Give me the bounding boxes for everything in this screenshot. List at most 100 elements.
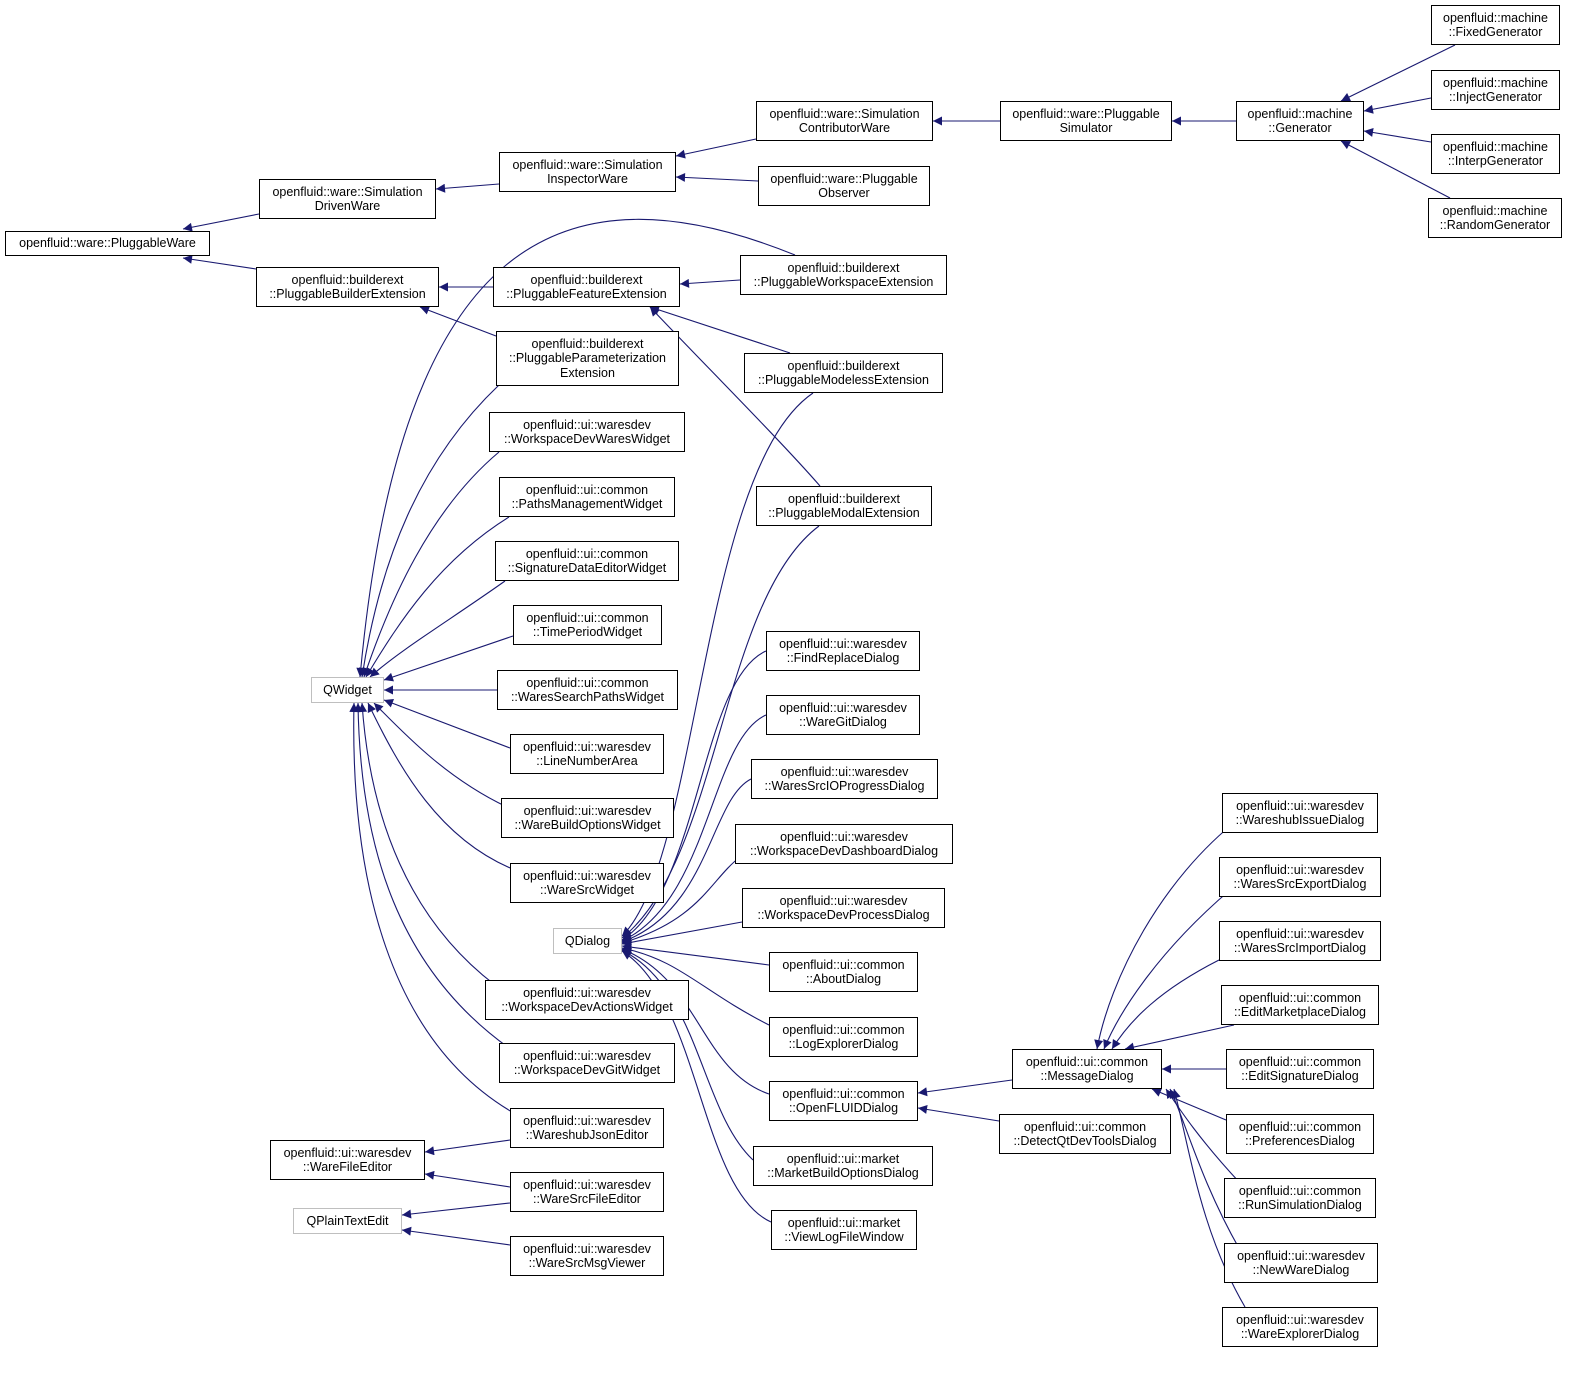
class-node-pathsmgmtwidget[interactable]: openfluid::ui::common::PathsManagementWi… <box>499 477 675 517</box>
class-node-modelessext[interactable]: openfluid::builderext::PluggableModeless… <box>744 353 943 393</box>
class-node-label: openfluid::ui::common <box>1023 1119 1147 1134</box>
class-node-pluggablebuilderext[interactable]: openfluid::builderext::PluggableBuilderE… <box>256 267 439 307</box>
class-node-label: DrivenWare <box>314 199 381 213</box>
inheritance-edge-waressrciodialog-to-qdialog <box>621 778 752 944</box>
class-node-marketbuildoptsdialog[interactable]: openfluid::ui::market::MarketBuildOption… <box>753 1146 933 1186</box>
class-node-generator[interactable]: openfluid::machine::Generator <box>1236 101 1364 141</box>
class-node-qwidget[interactable]: QWidget <box>311 677 384 703</box>
class-node-findreplacedialog[interactable]: openfluid::ui::waresdev::FindReplaceDial… <box>766 631 920 671</box>
class-node-injectgen[interactable]: openfluid::machine::InjectGenerator <box>1431 70 1560 110</box>
class-node-wareexplorerdialog[interactable]: openfluid::ui::waresdev::WareExplorerDia… <box>1222 1307 1378 1347</box>
class-node-label: ::WareFileEditor <box>302 1160 393 1174</box>
inheritance-edge-wsdevdashboarddialog-to-qdialog <box>621 856 741 945</box>
class-node-label: openfluid::ware::Pluggable <box>1012 106 1160 121</box>
class-node-label: ::WaresSrcIOProgressDialog <box>764 779 925 793</box>
class-node-label: QPlainTextEdit <box>306 1213 389 1228</box>
class-node-paramext[interactable]: openfluid::builderext::PluggableParamete… <box>496 331 679 386</box>
class-node-timeperiodwidget[interactable]: openfluid::ui::common::TimePeriodWidget <box>513 605 662 645</box>
class-node-label: ::PluggableFeatureExtension <box>506 287 667 301</box>
inheritance-edge-interpgen-to-generator <box>1363 128 1432 143</box>
class-node-wareshubjsoneditor[interactable]: openfluid::ui::waresdev::WareshubJsonEdi… <box>510 1108 664 1148</box>
inheritance-edge-viewlogfilewindow-to-qdialog <box>621 950 772 1223</box>
class-node-label: ::SignatureDataEditorWidget <box>507 561 667 575</box>
class-node-label: ::RunSimulationDialog <box>1238 1198 1362 1212</box>
class-node-aboutdialog[interactable]: openfluid::ui::common::AboutDialog <box>769 952 918 992</box>
class-node-label: openfluid::machine <box>1443 10 1548 25</box>
class-node-label: ::WareExplorerDialog <box>1240 1327 1360 1341</box>
class-node-wsdevdashboarddialog[interactable]: openfluid::ui::waresdev::WorkspaceDevDas… <box>735 824 953 864</box>
class-node-editmarketplacedialog[interactable]: openfluid::ui::common::EditMarketplaceDi… <box>1221 985 1379 1025</box>
class-node-waressearchpathswidget[interactable]: openfluid::ui::common::WaresSearchPathsW… <box>497 670 678 710</box>
class-node-waressrcimportdialog[interactable]: openfluid::ui::waresdev::WaresSrcImportD… <box>1219 921 1381 961</box>
class-node-label: openfluid::ui::waresdev <box>1237 1248 1365 1263</box>
class-node-qplaintextedit[interactable]: QPlainTextEdit <box>293 1208 402 1234</box>
inheritance-edge-waressrcimportdialog-to-messagedialog <box>1111 959 1220 1050</box>
inheritance-edge-waresrcfileeditor-to-warefileeditor <box>424 1170 511 1188</box>
class-node-linenumberarea[interactable]: openfluid::ui::waresdev::LineNumberArea <box>510 734 664 774</box>
class-node-wsdevprocessdialog[interactable]: openfluid::ui::waresdev::WorkspaceDevPro… <box>742 888 945 928</box>
class-node-wsdevgitwidget[interactable]: openfluid::ui::waresdev::WorkspaceDevGit… <box>499 1043 675 1083</box>
class-node-label: ::WaresSrcExportDialog <box>1233 877 1367 891</box>
inheritance-edge-linenumberarea-to-qwidget <box>383 698 511 749</box>
class-node-label: openfluid::ui::waresdev <box>1236 926 1364 941</box>
class-node-label: ::RandomGenerator <box>1439 218 1551 232</box>
class-node-preferencesdialog[interactable]: openfluid::ui::common::PreferencesDialog <box>1226 1114 1374 1154</box>
class-node-label: openfluid::builderext <box>788 491 900 506</box>
class-node-detectqtdevtools[interactable]: openfluid::ui::common::DetectQtDevToolsD… <box>999 1114 1171 1154</box>
class-node-label: openfluid::machine <box>1442 203 1548 218</box>
class-node-label: QWidget <box>323 682 372 697</box>
class-node-randomgen[interactable]: openfluid::machine::RandomGenerator <box>1428 198 1562 238</box>
class-node-label: ::WareshubIssueDialog <box>1235 813 1365 827</box>
class-node-runsimulationdialog[interactable]: openfluid::ui::common::RunSimulationDial… <box>1224 1178 1376 1218</box>
class-node-wsdevwareswidget[interactable]: openfluid::ui::waresdev::WorkspaceDevWar… <box>489 412 685 452</box>
class-node-label: openfluid::ui::common <box>782 1086 905 1101</box>
class-node-sigdataeditorwidget[interactable]: openfluid::ui::common::SignatureDataEdit… <box>495 541 679 581</box>
class-node-warebuildoptswidget[interactable]: openfluid::ui::waresdev::WareBuildOption… <box>501 798 674 838</box>
class-node-waressrciodialog[interactable]: openfluid::ui::waresdev::WaresSrcIOProgr… <box>751 759 938 799</box>
class-node-label: openfluid::ui::common <box>1238 1054 1362 1069</box>
inheritance-edge-pluggableobserver-to-siminspectorware <box>675 172 759 182</box>
class-node-label: openfluid::ui::market <box>786 1151 900 1166</box>
class-node-editsignaturedialog[interactable]: openfluid::ui::common::EditSignatureDial… <box>1226 1049 1374 1089</box>
class-node-label: openfluid::ui::waresdev <box>779 893 908 908</box>
inheritance-edge-marketbuildoptsdialog-to-qdialog <box>621 949 754 1161</box>
class-node-wsdevactionswidget[interactable]: openfluid::ui::waresdev::WorkspaceDevAct… <box>485 980 689 1020</box>
class-node-label: ::PluggableModalExtension <box>768 506 920 520</box>
class-node-label: ::LineNumberArea <box>536 754 638 768</box>
class-node-logexplorerdialog[interactable]: openfluid::ui::common::LogExplorerDialog <box>769 1017 918 1057</box>
class-node-waressrcexportdialog[interactable]: openfluid::ui::waresdev::WaresSrcExportD… <box>1219 857 1381 897</box>
class-node-newwaredialog[interactable]: openfluid::ui::waresdev::NewWareDialog <box>1224 1243 1378 1283</box>
class-node-label: openfluid::ui::waresdev <box>283 1145 412 1160</box>
class-node-label: ::FixedGenerator <box>1448 25 1543 39</box>
class-node-wareshubissuedialog[interactable]: openfluid::ui::waresdev::WareshubIssueDi… <box>1222 793 1378 833</box>
class-node-modalext[interactable]: openfluid::builderext::PluggableModalExt… <box>756 486 932 526</box>
class-node-waresrcfileeditor[interactable]: openfluid::ui::waresdev::WareSrcFileEdit… <box>510 1172 664 1212</box>
class-node-interpgen[interactable]: openfluid::machine::InterpGenerator <box>1431 134 1560 174</box>
class-node-pluggableware[interactable]: openfluid::ware::PluggableWare <box>5 231 210 256</box>
class-node-waregitdialog[interactable]: openfluid::ui::waresdev::WareGitDialog <box>766 695 920 735</box>
class-node-warefileeditor[interactable]: openfluid::ui::waresdev::WareFileEditor <box>270 1140 425 1180</box>
inheritance-edge-messagedialog-to-openfluiddialog <box>917 1079 1013 1097</box>
class-node-waresrcmsgviewer[interactable]: openfluid::ui::waresdev::WareSrcMsgViewe… <box>510 1236 664 1276</box>
class-node-messagedialog[interactable]: openfluid::ui::common::MessageDialog <box>1012 1049 1162 1089</box>
class-node-label: openfluid::machine <box>1443 139 1548 154</box>
class-node-viewlogfilewindow[interactable]: openfluid::ui::market::ViewLogFileWindow <box>771 1210 917 1250</box>
inheritance-edge-openfluiddialog-to-qdialog <box>621 948 770 1095</box>
class-node-label: ::WareBuildOptionsWidget <box>514 818 661 832</box>
class-node-openfluiddialog[interactable]: openfluid::ui::common::OpenFLUIDDialog <box>769 1081 918 1121</box>
class-node-label: openfluid::ui::waresdev <box>523 739 651 754</box>
class-node-qdialog[interactable]: QDialog <box>553 928 622 954</box>
class-node-waresrcwidget[interactable]: openfluid::ui::waresdev::WareSrcWidget <box>510 863 664 903</box>
class-node-workspaceext[interactable]: openfluid::builderext::PluggableWorkspac… <box>740 255 947 295</box>
class-node-label: openfluid::ui::common <box>1238 990 1362 1005</box>
class-node-label: openfluid::ui::waresdev <box>1236 862 1364 877</box>
class-node-featureext[interactable]: openfluid::builderext::PluggableFeatureE… <box>493 267 680 307</box>
class-node-fixedgen[interactable]: openfluid::machine::FixedGenerator <box>1431 5 1560 45</box>
class-node-label: ContributorWare <box>798 121 891 135</box>
